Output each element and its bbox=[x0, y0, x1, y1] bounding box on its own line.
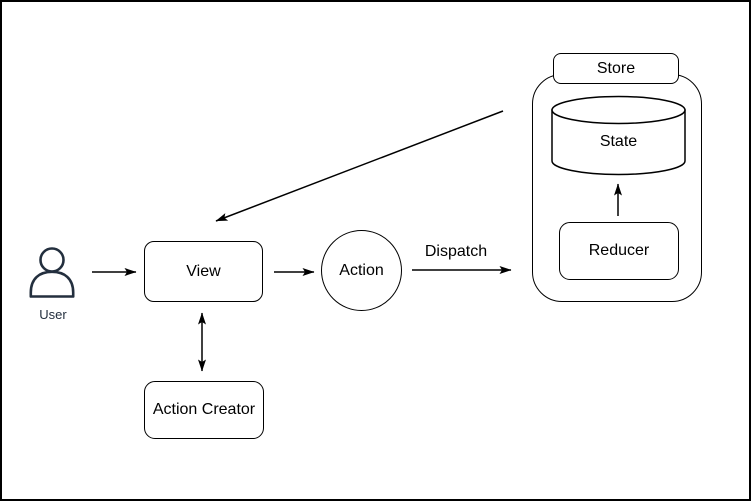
user-label: User bbox=[39, 306, 67, 322]
state-cylinder-shape bbox=[551, 95, 686, 176]
reducer-label: Reducer bbox=[588, 242, 650, 259]
person-icon bbox=[29, 247, 75, 298]
node-reducer: Reducer bbox=[559, 222, 679, 280]
action-label: Action bbox=[339, 261, 384, 279]
action-creator-label: Action Creator bbox=[152, 401, 256, 418]
edge-store-to-view bbox=[215, 110, 504, 222]
store-label: Store bbox=[596, 59, 636, 77]
node-action-creator: Action Creator bbox=[144, 381, 264, 439]
dispatch-edge-label: Dispatch bbox=[424, 243, 488, 260]
node-action: Action bbox=[321, 230, 402, 311]
view-label: View bbox=[186, 262, 221, 280]
state-label: State bbox=[599, 133, 638, 150]
node-view: View bbox=[144, 241, 263, 302]
node-store: Store bbox=[553, 53, 679, 84]
